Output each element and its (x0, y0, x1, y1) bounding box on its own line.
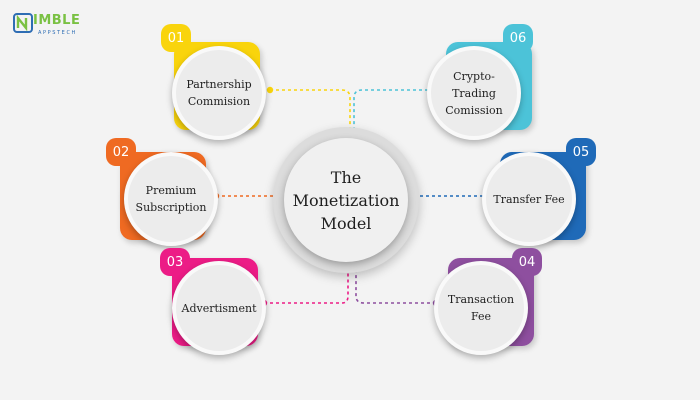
item-number-03: 03 (160, 248, 190, 276)
item-label-02: Premium Subscription (135, 184, 207, 214)
connector-dot-01 (266, 86, 274, 94)
item-bubble-06[interactable]: Crypto-Trading Comission (427, 46, 521, 140)
item-number-02: 02 (106, 138, 136, 166)
item-number-01: 01 (161, 24, 191, 52)
nimble-logo[interactable]: IMBLE APPSTECH (13, 10, 93, 40)
logo-n-icon (13, 13, 33, 33)
item-bubble-03[interactable]: Advertisment (172, 261, 266, 355)
item-label-04: Transaction Fee (447, 293, 515, 323)
item-bubble-04[interactable]: Transaction Fee (434, 261, 528, 355)
connector-04 (355, 272, 436, 304)
item-bubble-01[interactable]: Partnership Commision (172, 46, 266, 140)
item-label-01: Partnership Commision (186, 78, 252, 108)
item-bubble-02[interactable]: Premium Subscription (124, 152, 218, 246)
logo-wordmark: IMBLE (33, 13, 81, 28)
logo-tagline: APPSTECH (38, 30, 77, 36)
connector-06 (353, 89, 434, 128)
item-bubble-05[interactable]: Transfer Fee (482, 152, 576, 246)
connector-03 (264, 272, 349, 304)
center-circle: The Monetization Model (284, 138, 408, 262)
item-number-05: 05 (566, 138, 596, 166)
center-title: The Monetization Model (292, 167, 400, 233)
item-number-06: 06 (503, 24, 533, 52)
connector-01 (270, 89, 351, 128)
item-number-04: 04 (512, 248, 542, 276)
item-label-03: Advertisment (181, 301, 257, 315)
item-label-05: Transfer Fee (493, 192, 565, 206)
item-label-06: Crypto-Trading Comission (445, 69, 503, 117)
